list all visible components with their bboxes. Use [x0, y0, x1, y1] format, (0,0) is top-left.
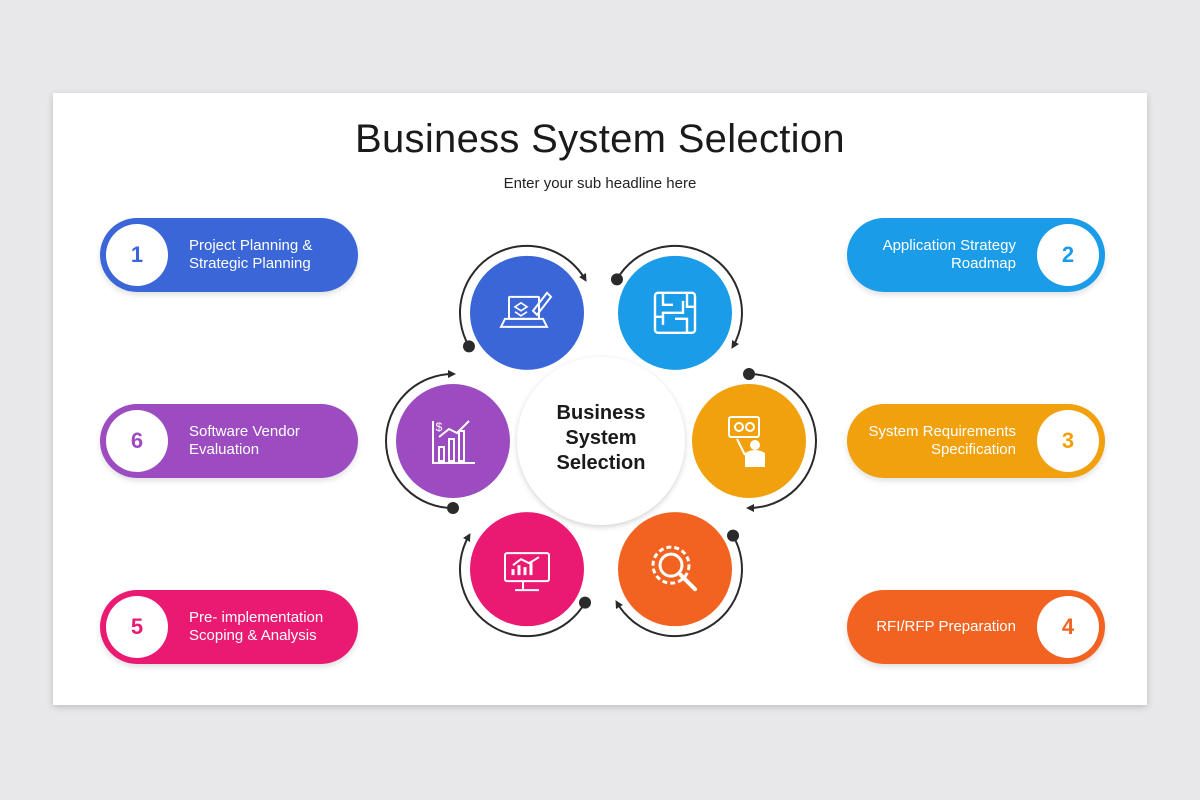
arrow-start-dot	[462, 340, 475, 353]
slide: Business System Selection Enter your sub…	[53, 93, 1147, 705]
step-label: Pre- implementation Scoping & Analysis	[189, 609, 324, 644]
cycle-arrow	[459, 244, 587, 347]
step-pill-5: 5 Pre- implementation Scoping & Analysis	[100, 590, 358, 664]
maze-icon	[653, 291, 697, 335]
step-pill-6: 6 Software Vendor Evaluation	[100, 404, 358, 478]
step-number-badge: 2	[1037, 224, 1099, 286]
step-label: Software Vendor Evaluation	[189, 423, 300, 458]
step-circle-1	[470, 255, 584, 370]
cycle-arrows	[385, 244, 817, 638]
step-circles: $	[396, 255, 806, 627]
arrow-start-dot	[727, 529, 740, 542]
step-pill-4: 4 RFI/RFP Preparation	[847, 590, 1105, 664]
step-number-badge: 6	[106, 410, 168, 472]
step-label: RFI/RFP Preparation	[876, 618, 1016, 635]
center-label: Business System Selection	[556, 402, 646, 474]
step-circle-5	[470, 512, 584, 627]
step-label: Project Planning & Strategic Planning	[189, 237, 313, 272]
step-label: System Requirements Specification	[868, 423, 1016, 458]
laptop-pen-icon	[499, 291, 553, 328]
step-circle-4	[618, 512, 732, 627]
slide-subtitle: Enter your sub headline here	[503, 175, 697, 192]
center-circle	[517, 357, 685, 525]
step-circle-3	[692, 384, 806, 498]
step-pill-2: 2 Application Strategy Roadmap	[847, 218, 1105, 292]
cycle-arrow	[385, 370, 456, 509]
step-pill-1: 1 Project Planning & Strategic Planning	[100, 218, 358, 292]
cycle-arrow	[616, 244, 743, 349]
process-wheel: $	[385, 244, 817, 638]
arrow-start-dot	[447, 502, 459, 514]
cycle-arrow	[459, 533, 586, 638]
step-number-badge: 3	[1037, 410, 1099, 472]
monitor-chart-icon	[504, 552, 550, 592]
presenter-gears-icon	[728, 416, 765, 467]
svg-text:$: $	[436, 420, 443, 434]
step-number-badge: 1	[106, 224, 168, 286]
dollar-growth-chart-icon: $	[432, 420, 475, 464]
cycle-arrow	[615, 535, 743, 638]
step-label: Application Strategy Roadmap	[882, 237, 1016, 272]
step-number-badge: 4	[1037, 596, 1099, 658]
step-number-badge: 5	[106, 596, 168, 658]
slide-title: Business System Selection	[355, 117, 845, 161]
arrow-start-dot	[743, 368, 755, 380]
gear-magnifier-icon	[651, 545, 697, 592]
step-pill-3: 3 System Requirements Specification	[847, 404, 1105, 478]
arrow-start-dot	[579, 596, 592, 609]
cycle-arrow	[746, 373, 817, 512]
arrow-start-dot	[610, 273, 623, 286]
